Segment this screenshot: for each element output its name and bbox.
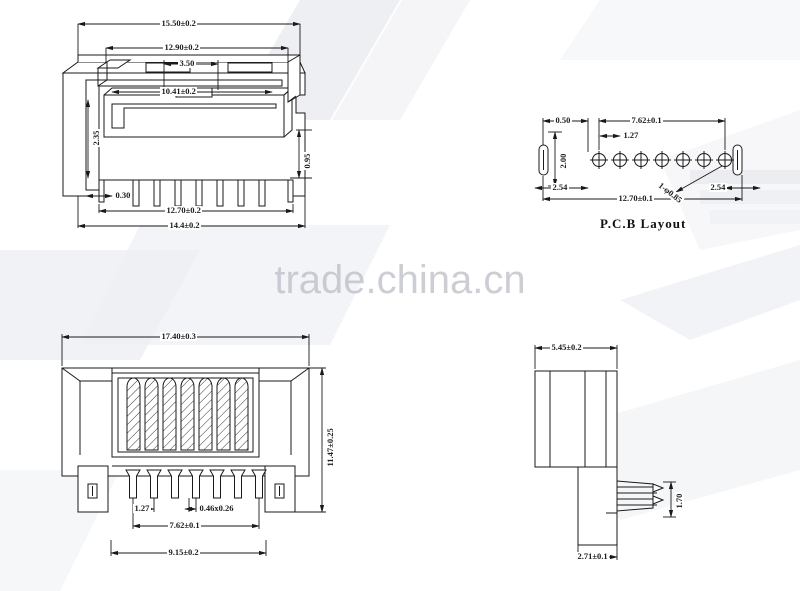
pcb-hole-group	[590, 151, 734, 169]
dim-14.4: 14.4±0.2	[168, 220, 202, 230]
dim-15.50: 15.50±0.2	[160, 18, 198, 28]
dim-10.41: 10.41±0.2	[160, 86, 198, 96]
side-view-geometry	[534, 370, 665, 546]
dim-2.35: 2.35	[91, 129, 101, 147]
dim-pcb-12.70: 12.70±0.1	[617, 193, 655, 203]
dim-9.15: 9.15±0.2	[167, 547, 201, 557]
dim-2.71: 2.71±0.1	[576, 551, 610, 561]
dim-front-7.62: 7.62±0.1	[168, 520, 202, 530]
dim-pcb-2.00: 2.00	[558, 152, 568, 170]
pcb-layout-title: P.C.B Layout	[600, 216, 687, 231]
pcb-layout-geometry	[538, 144, 743, 193]
dim-front-1.27: 1.27	[133, 503, 151, 513]
dim-pcb-2.54-right: 2.54	[709, 182, 727, 192]
dim-pcb-7.62: 7.62±0.1	[630, 115, 664, 125]
dim-pcb-0.50: 0.50	[554, 115, 572, 125]
dim-17.40: 17.40±0.3	[160, 331, 198, 341]
dim-0.30: 0.30	[114, 190, 132, 200]
dim-pcb-1.27: 1.27	[622, 130, 640, 140]
dim-1.70: 1.70	[674, 492, 684, 510]
front-view-geometry	[61, 367, 310, 513]
dim-0.46x0.26: 0.46x0.26	[198, 503, 235, 513]
dim-12.90: 12.90±0.2	[163, 42, 201, 52]
dim-3.50: 3.50	[178, 58, 196, 68]
dim-11.47: 11.47±0.25	[325, 426, 335, 468]
side-section-dimensions	[77, 21, 312, 229]
side-section-geometry	[61, 54, 306, 207]
dim-5.45: 5.45±0.2	[550, 342, 584, 352]
dim-12.70: 12.70±0.2	[165, 205, 203, 215]
dim-0.95: 0.95	[302, 152, 312, 170]
dim-pcb-2.54-left: 2.54	[551, 182, 569, 192]
